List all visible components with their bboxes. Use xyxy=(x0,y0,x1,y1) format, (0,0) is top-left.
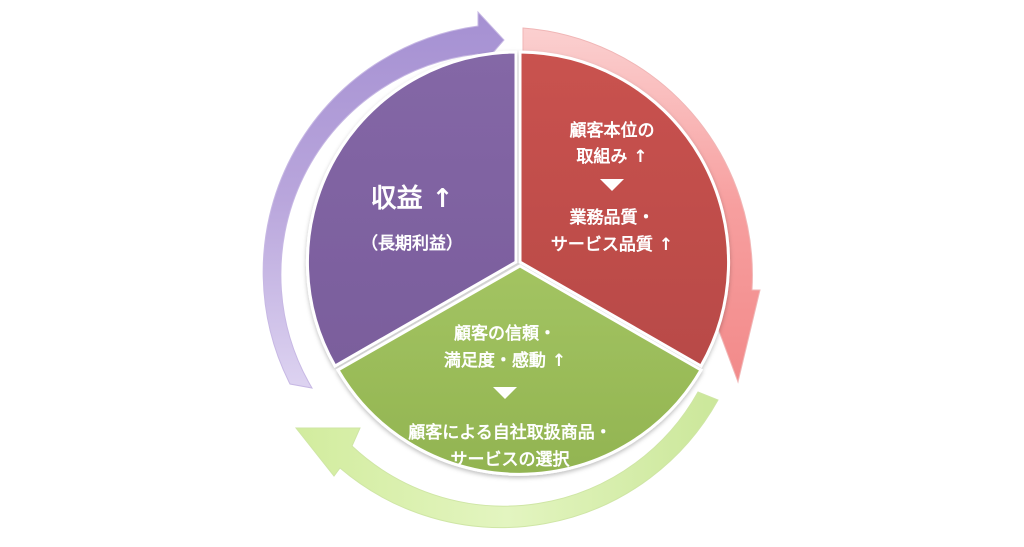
trust-line2: 満足度・感動 ↑ xyxy=(444,350,566,371)
quality-line1: 顧客本位の xyxy=(570,120,655,141)
trust-line1: 顧客の信頼・ xyxy=(454,323,556,344)
quality-line2: 取組み ↑ xyxy=(576,146,647,167)
quality-line3: 業務品質・ xyxy=(570,207,655,228)
revenue-subtitle: （長期利益） xyxy=(361,233,463,254)
trust-line3: 顧客による自社取扱商品・ xyxy=(408,422,612,443)
trust-line4: サービスの選択 xyxy=(451,449,571,470)
revenue-title: 収益 ↑ xyxy=(371,184,454,214)
quality-line4: サービス品質 ↑ xyxy=(551,234,673,255)
